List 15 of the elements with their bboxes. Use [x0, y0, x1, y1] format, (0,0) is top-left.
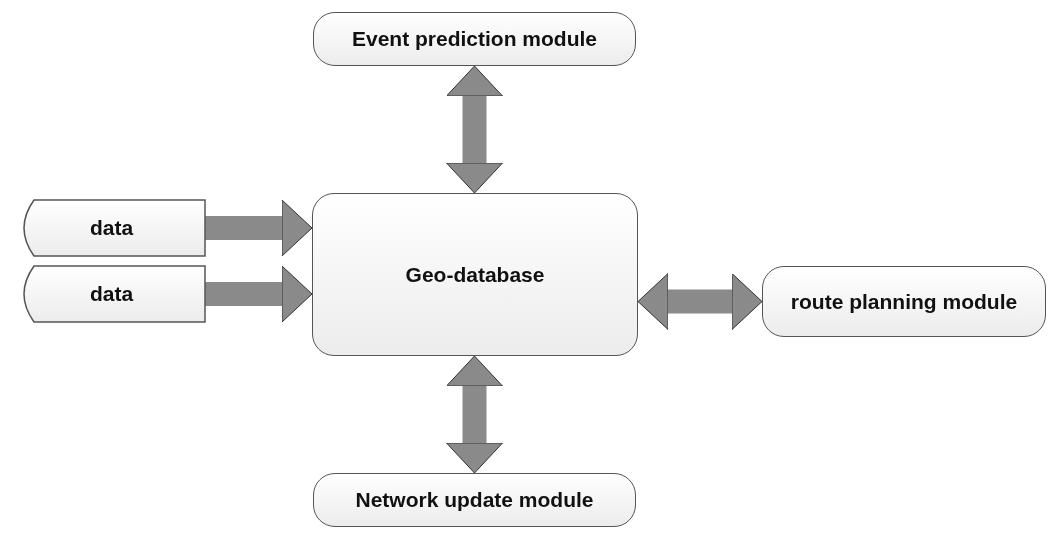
block-arrow — [205, 199, 313, 257]
process-box — [762, 266, 1046, 337]
node-label: Event prediction module — [351, 27, 598, 51]
block-arrow — [446, 65, 503, 194]
block-arrow — [446, 355, 503, 474]
process-box — [312, 193, 638, 356]
process-box — [313, 473, 636, 527]
node-label: Geo-database — [404, 262, 546, 287]
process-box — [313, 12, 636, 66]
block-arrow — [637, 273, 763, 330]
node-label: Network update module — [354, 488, 595, 512]
block-arrow — [205, 265, 313, 323]
node-label: data — [88, 216, 135, 240]
node-label: data — [88, 282, 135, 306]
node-label: route planning module — [789, 289, 1019, 314]
